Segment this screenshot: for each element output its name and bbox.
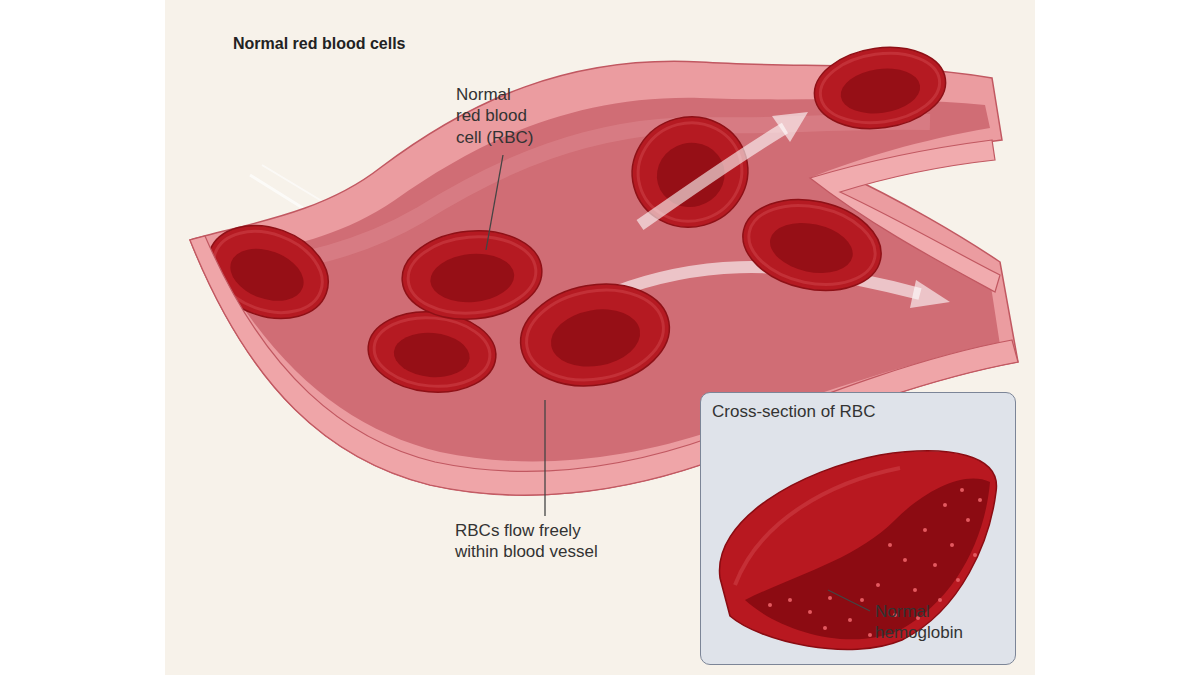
hemoglobin-dot <box>923 528 927 532</box>
hemoglobin-dot <box>876 583 880 587</box>
cell-cut-face <box>745 478 990 639</box>
leader-line <box>828 590 870 611</box>
diagram-title: Normal red blood cells <box>233 34 405 54</box>
hemoglobin-dot <box>913 588 917 592</box>
red-blood-cell <box>398 225 545 325</box>
cell-body <box>512 273 677 398</box>
cell-rim <box>741 195 882 296</box>
red-blood-cell <box>809 39 951 137</box>
flow-arrow-head <box>772 112 808 142</box>
callout-label: RBCs flow freely within blood vessel <box>455 520 627 563</box>
red-blood-cell <box>734 187 889 302</box>
hemoglobin-dot <box>978 498 982 502</box>
hemoglobin-dot <box>960 488 964 492</box>
hemoglobin-dot <box>950 543 954 547</box>
hemoglobin-dot <box>893 613 897 617</box>
leader-line <box>544 400 545 516</box>
hemoglobin-dot <box>768 603 772 607</box>
red-blood-cell <box>512 273 677 398</box>
hemoglobin-dot <box>933 563 937 567</box>
panel-background <box>165 0 1035 675</box>
leader-line <box>486 155 503 250</box>
panel-heading: Cross-section of RBC <box>712 402 875 422</box>
hemoglobin-dot <box>916 616 920 620</box>
hemoglobin-dot <box>956 578 960 582</box>
hemoglobin-dot <box>903 558 907 562</box>
cell-dimple <box>392 330 472 380</box>
hemoglobin-dot <box>868 633 872 637</box>
hemoglobin-dot <box>828 596 832 600</box>
cell-body <box>398 225 545 325</box>
cell-section-body <box>719 451 996 649</box>
cell-dimple <box>546 303 644 374</box>
hemoglobin-dot <box>943 503 947 507</box>
cell-rim <box>371 313 492 391</box>
cell-body <box>365 307 499 398</box>
hemoglobin-dot <box>808 610 812 614</box>
cell-dimple <box>765 216 857 280</box>
cell-section-highlight <box>735 468 900 585</box>
hemoglobin-dot <box>973 553 977 557</box>
cell-body <box>734 187 889 302</box>
cell-rim <box>405 232 539 319</box>
hemoglobin-dot <box>848 618 852 622</box>
cell-dimple <box>428 250 516 305</box>
vessel-lumen <box>215 98 1000 462</box>
flow-arrow-head <box>910 280 950 308</box>
cell-rim <box>816 46 944 130</box>
hemoglobin-dots <box>768 488 982 637</box>
hemoglobin-dot <box>823 626 827 630</box>
hemoglobin-dot <box>938 598 942 602</box>
callout-label: Normal red blood cell (RBC) <box>456 84 540 148</box>
hemoglobin-dot <box>788 598 792 602</box>
cell-body <box>809 39 951 137</box>
hemoglobin-dot <box>888 543 892 547</box>
hemoglobin-dot <box>966 518 970 522</box>
red-blood-cell <box>365 307 499 398</box>
hemoglobin-dot <box>860 598 864 602</box>
cell-dimple <box>838 64 923 119</box>
cell-rim <box>519 280 670 391</box>
